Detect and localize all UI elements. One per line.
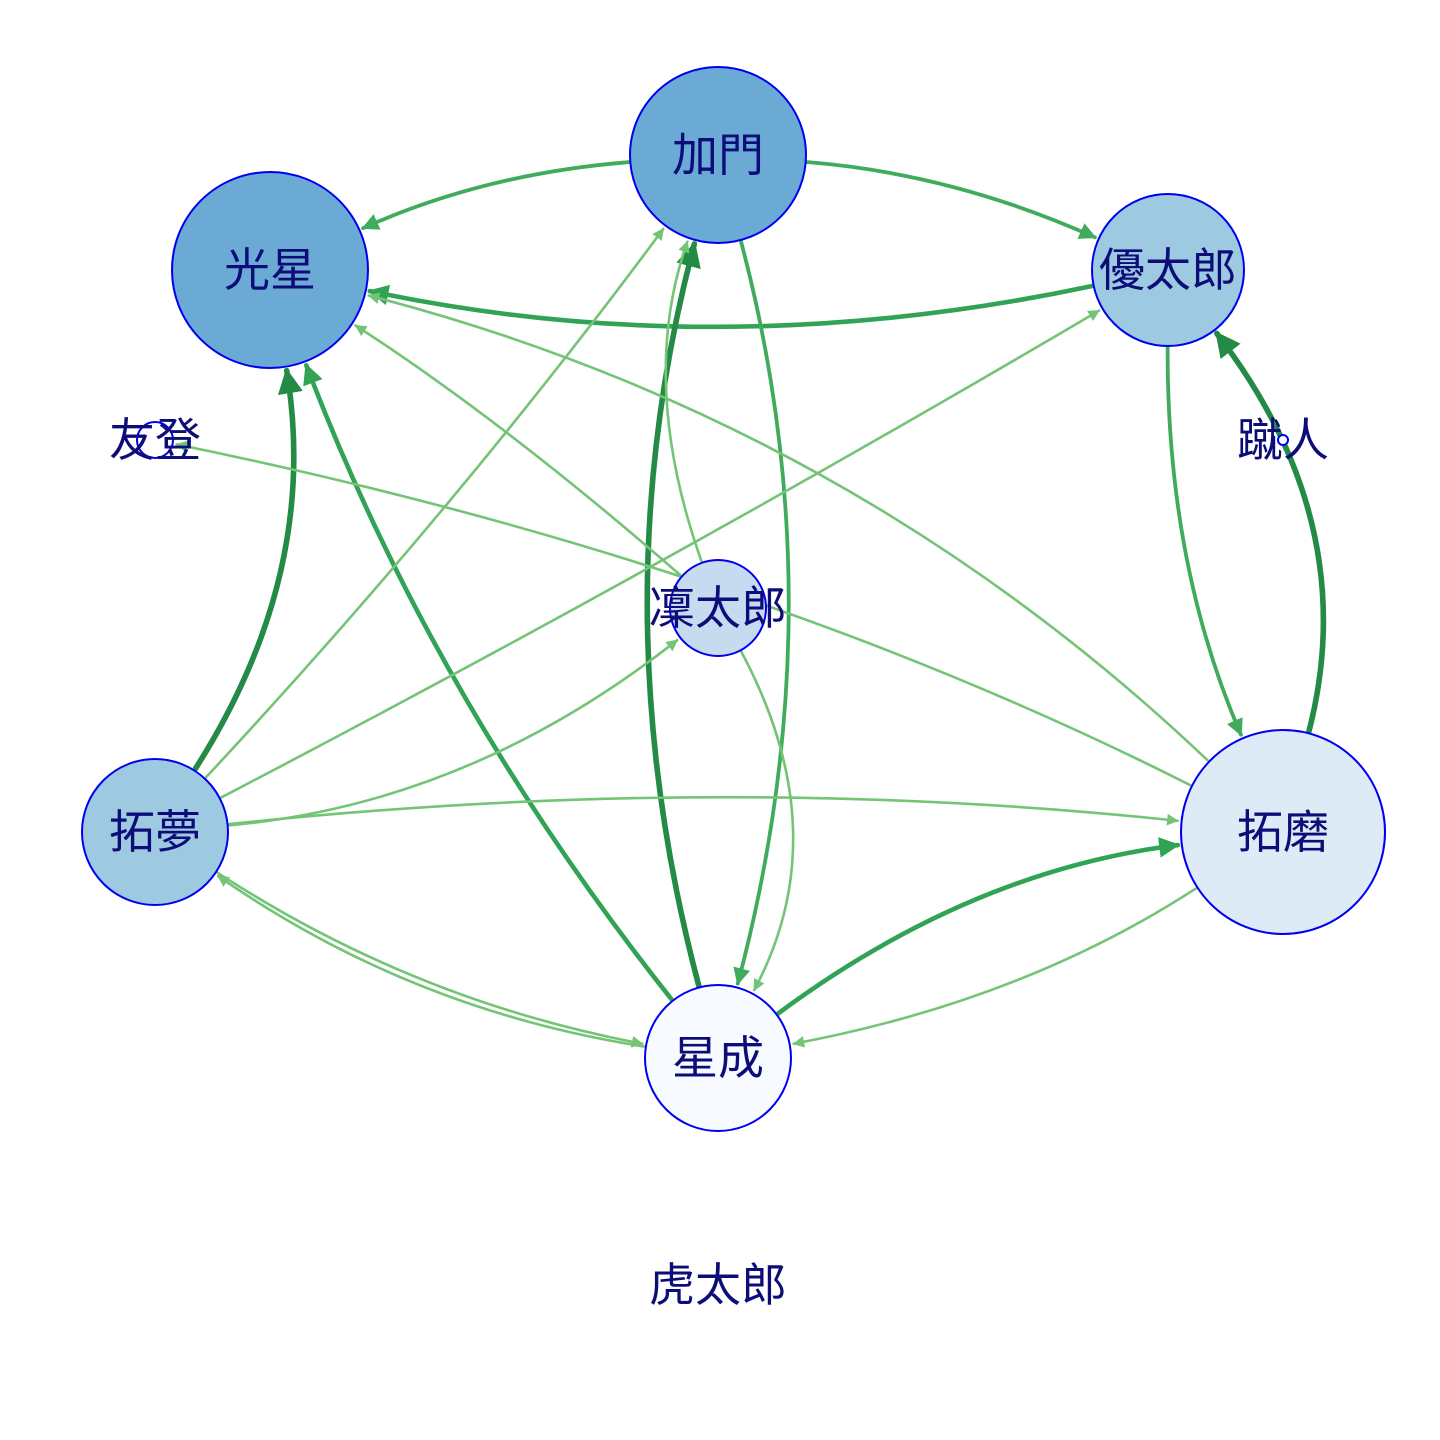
node-circle-kamon xyxy=(629,66,807,244)
edge-takuma-to-seina xyxy=(792,887,1198,1048)
edge-rintaro-to-seina xyxy=(740,650,795,992)
node-label-takumu: 拓夢 xyxy=(109,805,201,859)
node-rintaro: 凜太郎 xyxy=(649,559,787,657)
edge-kamon-to-kosei xyxy=(361,160,631,231)
edge-takuma-to-kosei xyxy=(367,292,1209,762)
node-circle-shuto xyxy=(1277,434,1289,446)
node-yutaro: 優太郎 xyxy=(1091,193,1245,347)
node-kosei: 光星 xyxy=(171,171,369,369)
edge-takumu-to-yutaro xyxy=(220,309,1101,799)
node-label-yutaro: 優太郎 xyxy=(1099,243,1237,297)
node-label-kosei: 光星 xyxy=(224,243,316,297)
node-circle-rintaro xyxy=(669,559,767,657)
edge-kamon-to-seina xyxy=(733,240,791,986)
edge-kamon-to-yutaro xyxy=(805,160,1097,240)
node-seina: 星成 xyxy=(644,984,792,1132)
edge-takuma-to-yutaro xyxy=(1213,330,1327,735)
node-label-takuma: 拓磨 xyxy=(1237,805,1329,859)
edge-seina-to-kosei xyxy=(303,363,674,1002)
node-circle-tomo xyxy=(136,421,174,459)
edge-yutaro-to-kosei xyxy=(367,283,1094,330)
node-circle-takuma xyxy=(1180,729,1386,935)
node-kamon: 加門 xyxy=(629,66,807,244)
node-label-kotaro: 虎太郎 xyxy=(649,1258,787,1312)
node-label-tomo: 友登 xyxy=(109,413,201,467)
edge-rintaro-to-kamon xyxy=(664,240,703,563)
edge-takumu-to-kosei xyxy=(192,367,303,772)
node-takumu: 拓夢 xyxy=(81,758,229,906)
edge-takumu-to-takuma xyxy=(228,795,1179,826)
edge-yutaro-to-takuma xyxy=(1165,346,1243,737)
node-label-rintaro: 凜太郎 xyxy=(649,581,787,635)
node-label-shuto: 蹴人 xyxy=(1237,413,1329,467)
edge-seina-to-takumu xyxy=(216,874,646,1048)
edge-rintaro-to-kosei xyxy=(354,324,682,577)
edge-seina-to-takuma xyxy=(775,837,1181,1016)
node-circle-yutaro xyxy=(1091,193,1245,347)
node-label-seina: 星成 xyxy=(672,1031,764,1085)
node-label-kamon: 加門 xyxy=(672,128,764,182)
edges-layer xyxy=(175,160,1327,1048)
node-takuma: 拓磨 xyxy=(1180,729,1386,935)
node-circle-seina xyxy=(644,984,792,1132)
node-tomo: 友登 xyxy=(109,413,201,467)
node-circle-kosei xyxy=(171,171,369,369)
edge-seina-to-kamon xyxy=(644,241,702,989)
node-kotaro: 虎太郎 xyxy=(649,1258,787,1312)
node-shuto: 蹴人 xyxy=(1237,413,1329,467)
edge-takumu-to-seina xyxy=(216,871,644,1048)
node-circle-takumu xyxy=(81,758,229,906)
